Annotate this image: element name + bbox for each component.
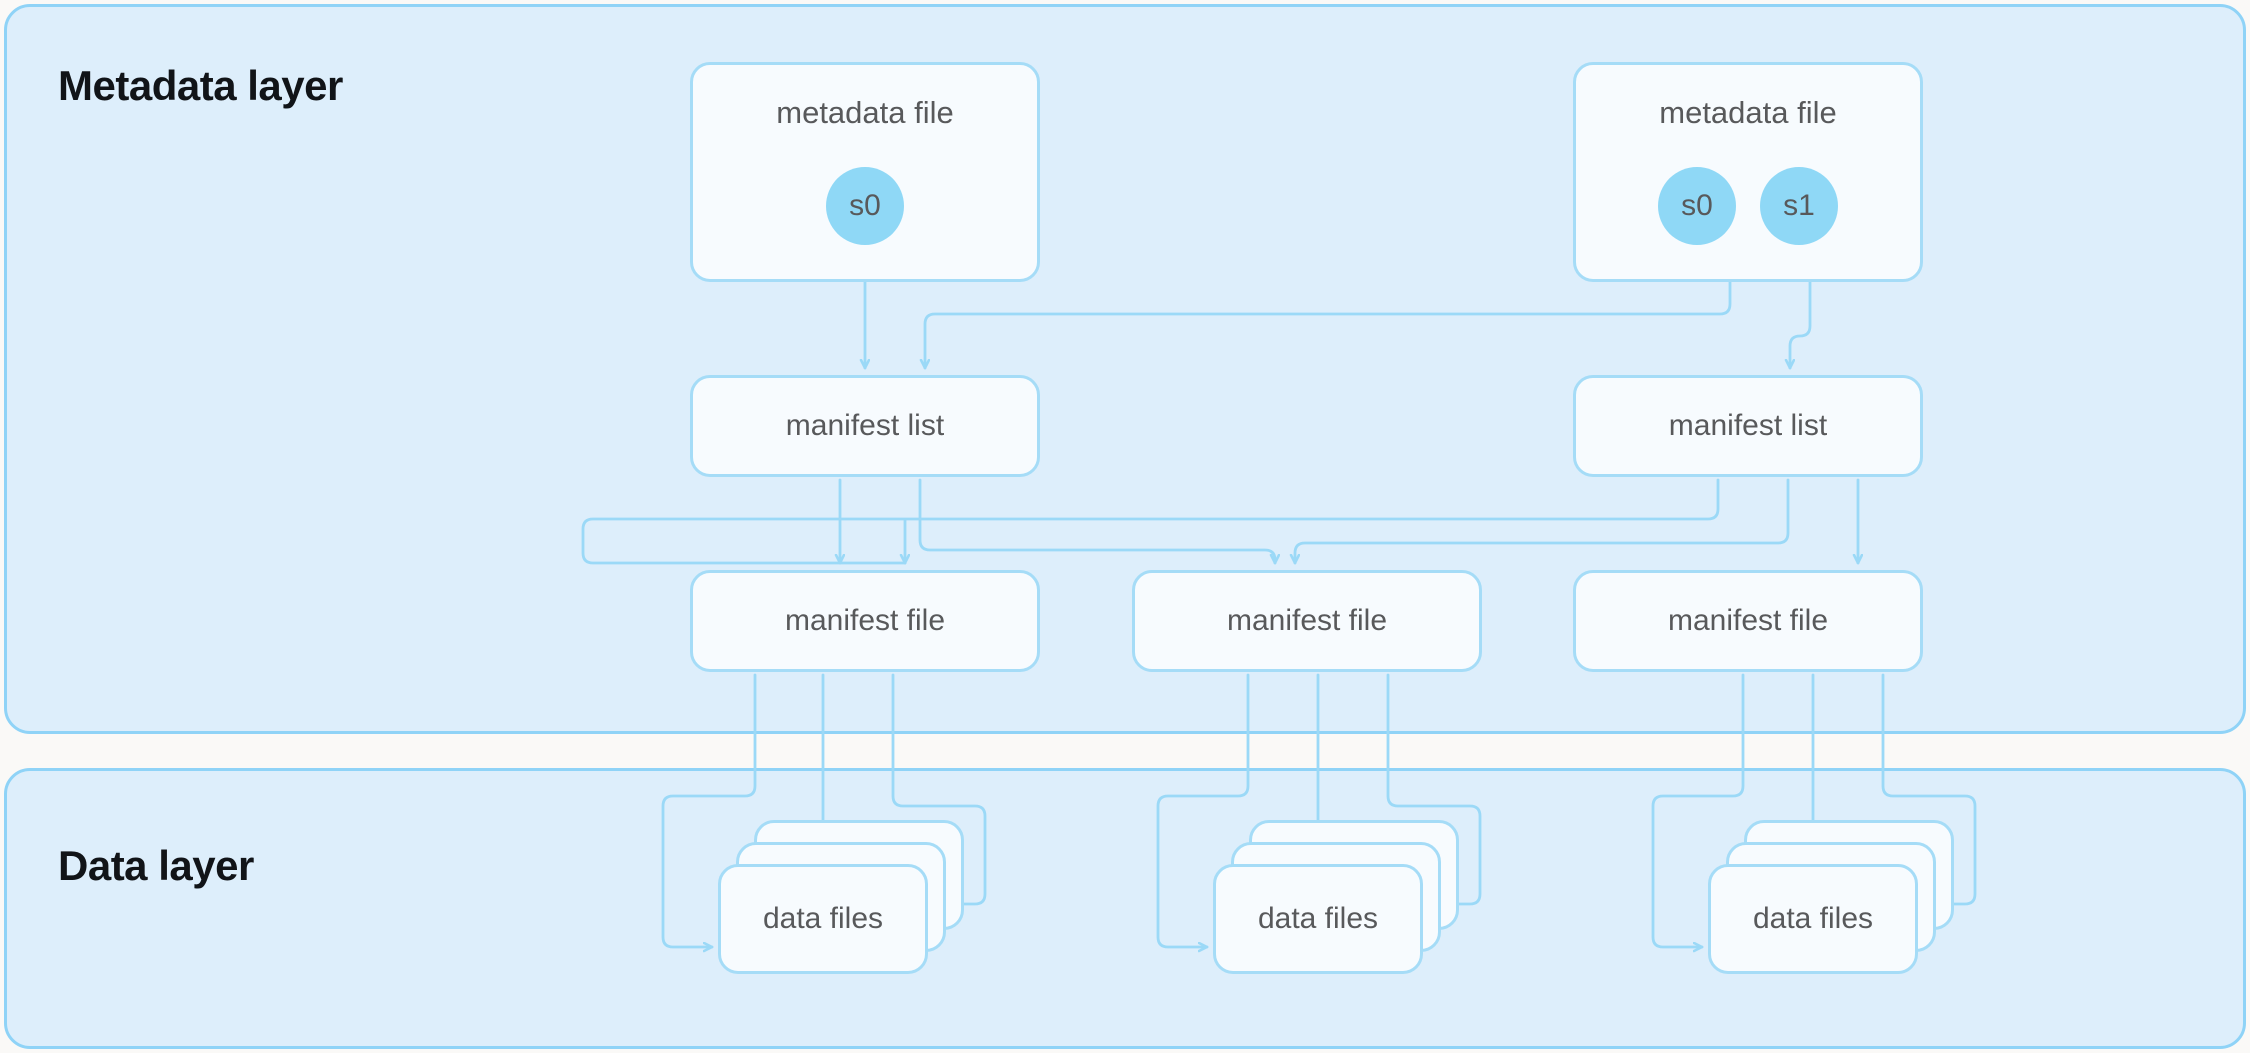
- data-files-stack-2[interactable]: data files: [1213, 820, 1473, 980]
- snapshot-s0-left[interactable]: s0: [826, 167, 904, 245]
- manifest-list-node-1[interactable]: manifest list: [690, 375, 1040, 477]
- metadata-file-node-2[interactable]: metadata file s0 s1: [1573, 62, 1923, 282]
- data-file-sheet-front-3: data files: [1708, 864, 1918, 974]
- data-files-label-3: data files: [1752, 902, 1874, 935]
- manifest-file-node-1[interactable]: manifest file: [690, 570, 1040, 672]
- data-files-label-2: data files: [1257, 902, 1379, 935]
- data-files-stack-3[interactable]: data files: [1708, 820, 1968, 980]
- manifest-file-label-1: manifest file: [784, 604, 946, 637]
- data-file-sheet-front-1: data files: [718, 864, 928, 974]
- snapshot-s1-right[interactable]: s1: [1760, 167, 1838, 245]
- data-file-sheet-front-2: data files: [1213, 864, 1423, 974]
- data-layer-title: Data layer: [58, 842, 254, 889]
- snapshot-row-2: s0 s1: [1658, 167, 1838, 245]
- manifest-list-node-2[interactable]: manifest list: [1573, 375, 1923, 477]
- manifest-file-label-2: manifest file: [1226, 604, 1388, 637]
- metadata-file-label-2: metadata file: [1659, 95, 1837, 130]
- snapshot-s0-right[interactable]: s0: [1658, 167, 1736, 245]
- manifest-file-node-3[interactable]: manifest file: [1573, 570, 1923, 672]
- manifest-file-label-3: manifest file: [1667, 604, 1829, 637]
- manifest-file-node-2[interactable]: manifest file: [1132, 570, 1482, 672]
- metadata-file-label-1: metadata file: [776, 95, 954, 130]
- metadata-layer-title: Metadata layer: [58, 62, 343, 109]
- snapshot-row-1: s0: [826, 167, 904, 245]
- data-files-stack-1[interactable]: data files: [718, 820, 978, 980]
- manifest-list-label-1: manifest list: [785, 409, 945, 442]
- data-files-label-1: data files: [762, 902, 884, 935]
- metadata-file-node-1[interactable]: metadata file s0: [690, 62, 1040, 282]
- manifest-list-label-2: manifest list: [1668, 409, 1828, 442]
